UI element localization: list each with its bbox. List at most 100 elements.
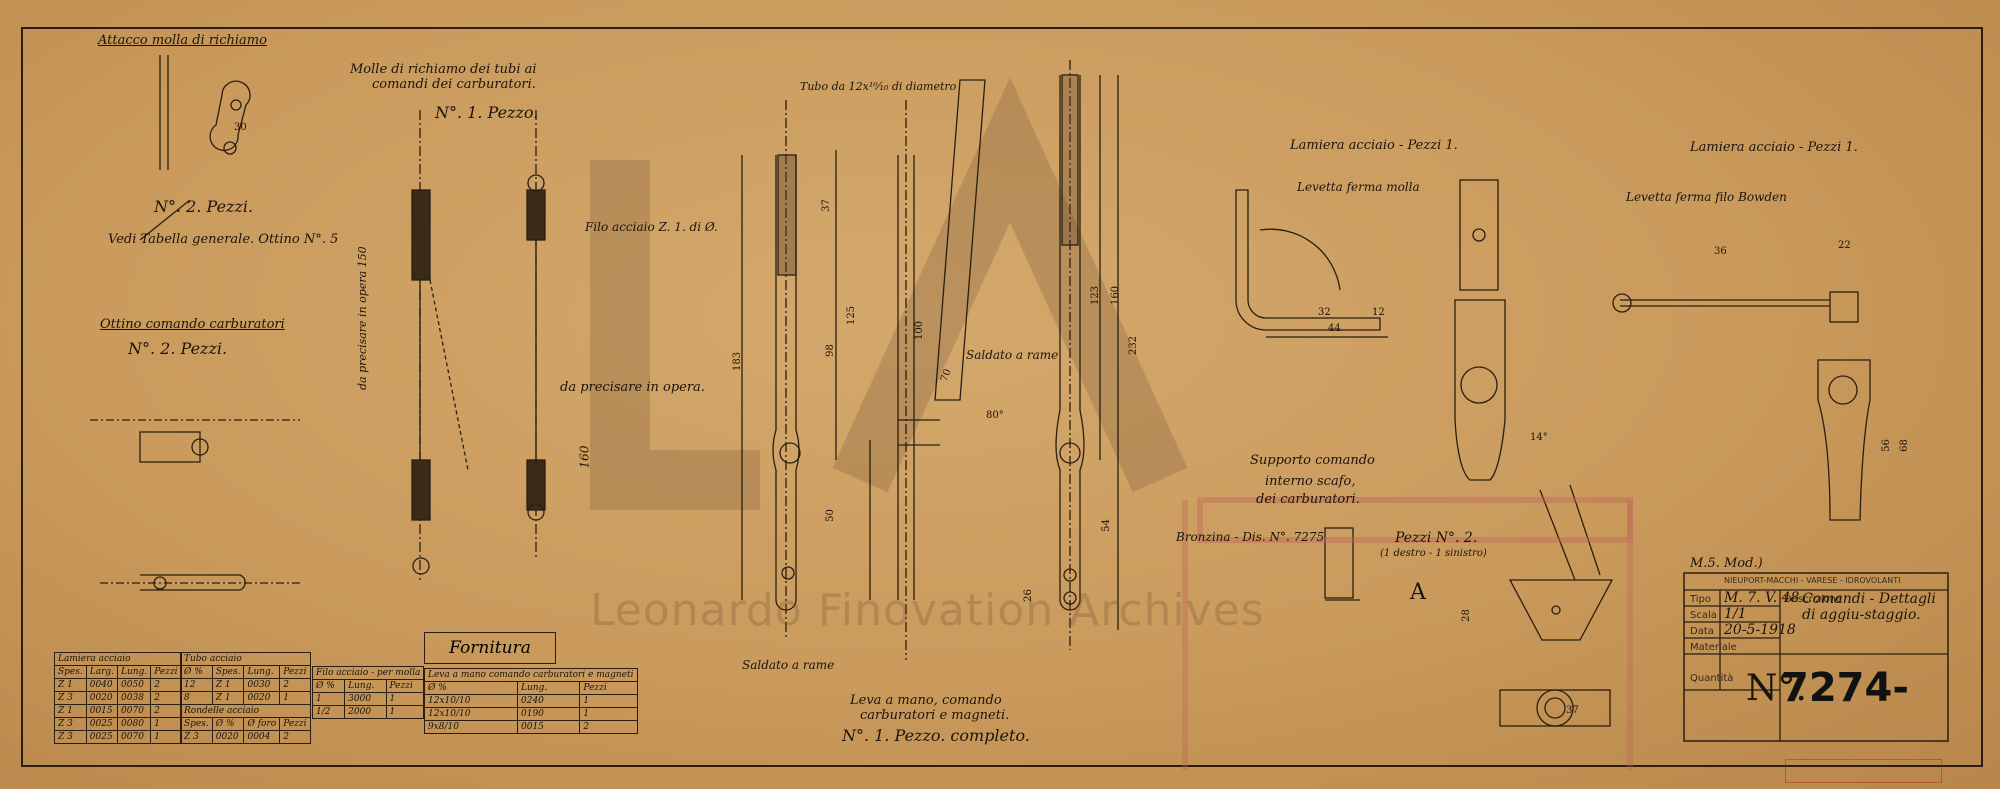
- label-attacco: Attacco molla di richiamo: [98, 33, 267, 48]
- table-cell: 1: [311, 692, 346, 706]
- table-cell: 0004: [243, 730, 281, 744]
- table-cell: 3000: [344, 692, 387, 706]
- table-cell: 1: [279, 691, 311, 705]
- quantita-label: Quantità: [1690, 673, 1734, 684]
- dim-label: 123: [1090, 285, 1102, 306]
- table-header: Spes.: [54, 665, 87, 679]
- table-cell: 1: [385, 692, 425, 706]
- table-cell: 0015: [516, 720, 581, 734]
- number-label: N°.: [1746, 668, 1807, 709]
- label-lamiera-2: Lamiera acciaio - Pezzi 1.: [1690, 140, 1858, 155]
- table-cell: Z 3: [54, 730, 87, 744]
- archive-watermark: Leonardo Finovation Archives: [590, 585, 1265, 636]
- table-title: Tubo acciaio: [180, 652, 311, 666]
- table-cell: 2: [150, 691, 182, 705]
- dim-label: 98: [824, 344, 836, 357]
- fornitura-box: Fornitura: [424, 632, 556, 664]
- table-cell: 1/2: [311, 705, 346, 719]
- table-cell: 0190: [516, 707, 581, 721]
- table-cell: 2: [279, 730, 311, 744]
- label-leva-3: N°. 1. Pezzo. completo.: [842, 726, 1030, 745]
- dim-label: 80°: [986, 410, 1004, 421]
- table-cell: 0040: [85, 678, 119, 692]
- label-n1pezzo: N°. 1. Pezzo.: [435, 103, 539, 122]
- table-cell: Z 1: [211, 691, 245, 705]
- label-leva-2: carburatori e magneti.: [860, 708, 1010, 723]
- title-block-header: NIEUPORT-MACCHI - VARESE - IDROVOLANTI: [1724, 576, 1901, 585]
- label-pezzi-2: Pezzi N°. 2.: [1395, 530, 1478, 546]
- label-molle-2: comandi dei carburatori.: [372, 77, 536, 92]
- table-header: Pezzi: [150, 665, 182, 679]
- dim-label: 44: [1328, 323, 1341, 334]
- table-cell: Z 1: [211, 678, 245, 692]
- dim-label: 32: [1318, 307, 1331, 318]
- table-cell: 1: [579, 694, 638, 708]
- label-lamiera-1: Lamiera acciaio - Pezzi 1.: [1290, 138, 1458, 153]
- table-cell: 1: [579, 707, 638, 721]
- dim-label: 183: [732, 351, 744, 372]
- table-cell: 12x10/10: [424, 694, 518, 708]
- table-cell: 9x8/10: [424, 720, 518, 734]
- table-cell: 1: [385, 705, 425, 719]
- table-header: Pezzi: [579, 681, 638, 695]
- table-title: Lamiera acciaio: [54, 652, 182, 666]
- dim-label: 22: [1838, 240, 1851, 251]
- descr-value: Comandi - Dettagli di aggiu-staggio.: [1802, 591, 1936, 623]
- data-value: 20-5-1918: [1724, 622, 1796, 638]
- dim-label: 56: [1880, 439, 1892, 452]
- materiale-label: Materiale: [1690, 642, 1737, 653]
- tipo-label: Tipo: [1690, 594, 1712, 605]
- table-cell: 0240: [516, 694, 581, 708]
- dim-label: 30: [234, 122, 247, 133]
- table-header: Lung.: [344, 679, 387, 693]
- table-cell: 8: [180, 691, 213, 705]
- table-cell: 0025: [85, 717, 119, 731]
- label-vedi-tabella: Vedi Tabella generale. Ottino N°. 5: [108, 232, 339, 247]
- table-cell: 0020: [211, 730, 245, 744]
- label-levetta-1: Levetta ferma molla: [1297, 180, 1420, 194]
- table-cell: Z 1: [54, 704, 87, 718]
- table-cell: 2: [150, 678, 182, 692]
- data-label: Data: [1690, 626, 1714, 637]
- table-filo: Filo acciaio - per molla Ø % Lung. Pezzi…: [311, 666, 425, 719]
- table-cell: Ø %: [211, 717, 245, 731]
- label-levetta-2: Levetta ferma filo Bowden: [1626, 190, 1787, 204]
- scala-value: 1/1: [1724, 606, 1747, 622]
- dim-label: 37: [1566, 705, 1579, 716]
- table-cell: 0020: [243, 691, 281, 705]
- table-cell: 0020: [85, 691, 119, 705]
- dim-label: 160: [577, 445, 592, 469]
- table-header: Larg.: [85, 665, 119, 679]
- label-tubo: Tubo da 12x¹⁰⁄₁₀ di diametro: [800, 80, 957, 93]
- table-leva: Leva a mano comando carburatori e magnet…: [424, 668, 638, 734]
- table-cell: 0070: [117, 730, 152, 744]
- label-da-precisare: da precisare in opera.: [560, 380, 705, 395]
- label-leva-1: Leva a mano, comando: [850, 693, 1002, 708]
- dim-label: 36: [1714, 246, 1727, 257]
- dim-label: 68: [1898, 439, 1910, 452]
- table-header: Ø %: [180, 665, 213, 679]
- table-row: Rondelle acciaio: [180, 704, 311, 718]
- table-cell: 2: [279, 678, 311, 692]
- label-saldato-1: Saldato a rame: [966, 348, 1059, 362]
- table-cell: 0070: [117, 704, 152, 718]
- label-supporto-1: Supporto comando: [1250, 453, 1375, 468]
- table-header: Ø %: [424, 681, 518, 695]
- table-header: Spes.: [211, 665, 245, 679]
- label-supporto-3: dei carburatori.: [1256, 492, 1360, 507]
- dim-label: 28: [1460, 609, 1472, 622]
- dim-label: 160: [1110, 285, 1122, 306]
- label-bronzina: Bronzina - Dis. N°. 7275: [1176, 530, 1325, 544]
- table-cell: 2000: [344, 705, 387, 719]
